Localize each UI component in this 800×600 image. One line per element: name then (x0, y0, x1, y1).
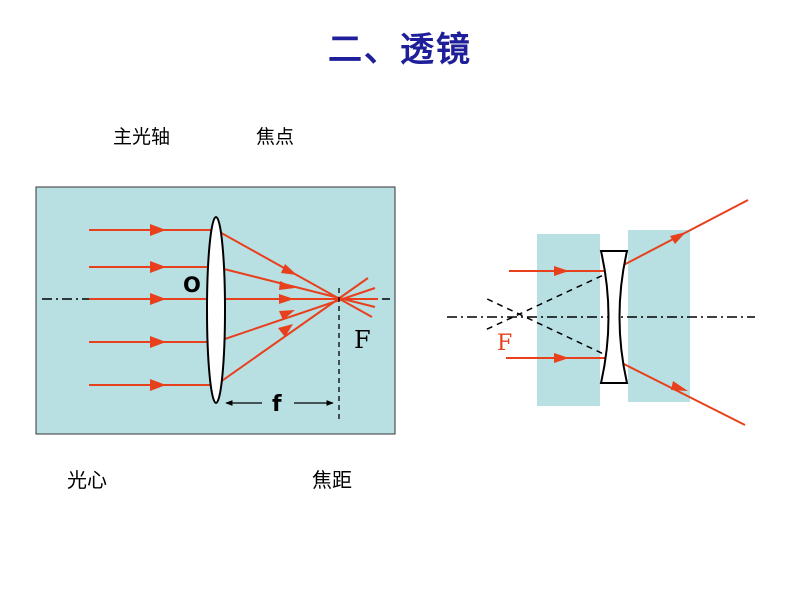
concave-virtual-ray-1 (482, 270, 613, 332)
focal-length-symbol: f (272, 392, 282, 417)
convex-ray-in-arrow-1 (150, 224, 166, 236)
concave-virtual-ray-2 (482, 296, 613, 359)
convex-lens-diagram: O F f (35, 186, 396, 435)
concave-ray-out-2 (611, 357, 746, 426)
convex-ray-in-arrow-5 (150, 379, 166, 391)
concave-ray-out-arrow-2 (671, 381, 688, 391)
convex-ray-out-arrow-3 (279, 294, 294, 304)
convex-focus-label: F (354, 326, 371, 354)
label-focal-point: 焦点 (256, 126, 295, 148)
convex-ray-out-arrow-4 (279, 310, 295, 320)
concave-lens (599, 250, 629, 384)
concave-panel-left (537, 234, 600, 406)
concave-ray-in-arrow-2 (554, 353, 569, 363)
convex-ray-out-4 (215, 287, 376, 343)
concave-ray-out-arrow-1 (670, 232, 686, 244)
convex-ray-out-5 (215, 277, 369, 386)
concave-ray-in-arrow-1 (554, 266, 569, 276)
concave-panel-right (628, 230, 690, 402)
concave-lens-diagram: F (447, 199, 755, 426)
convex-ray-in-arrow-2 (150, 261, 166, 273)
convex-center-label: O (183, 273, 201, 297)
concave-focus-label: F (497, 331, 512, 356)
convex-lens (206, 216, 226, 404)
convex-ray-in-arrow-3 (150, 293, 166, 305)
convex-ray-out-arrow-2 (279, 281, 295, 290)
convex-ray-out-arrow-5 (278, 324, 293, 337)
convex-ray-out-arrow-1 (281, 264, 297, 275)
label-optical-center: 光心 (67, 468, 107, 492)
page-title: 二、透镜 (328, 30, 472, 70)
convex-ray-in-arrow-4 (150, 336, 166, 348)
convex-ray-out-2 (215, 266, 376, 308)
label-focal-length: 焦距 (312, 468, 352, 492)
label-principal-axis: 主光轴 (113, 126, 171, 148)
